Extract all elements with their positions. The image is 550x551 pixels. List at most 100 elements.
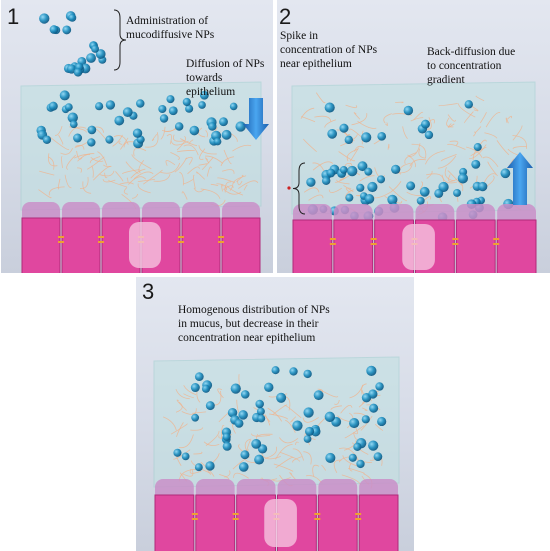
mucin-fiber (57, 178, 61, 190)
mucin-fiber (77, 167, 83, 173)
mucin-fiber (470, 147, 487, 157)
nanoparticle (191, 413, 200, 422)
nanoparticle (353, 442, 362, 451)
nanoparticle (174, 122, 184, 131)
nanoparticle (256, 407, 265, 416)
tight-junction (314, 518, 321, 520)
nanoparticle (391, 164, 401, 175)
mucin-fiber (128, 176, 147, 185)
mucin-fiber (180, 138, 198, 147)
epithelial-cell (154, 494, 195, 551)
mucin-fiber (177, 150, 195, 153)
mucin-fiber (224, 185, 233, 191)
mucin-fiber (479, 112, 487, 124)
mucin-fiber (447, 114, 457, 122)
mucin-fiber (410, 117, 424, 122)
epithelial-cell (496, 219, 537, 273)
tight-junction (329, 238, 336, 240)
mucin-fiber (193, 174, 196, 189)
nanoparticle (348, 453, 357, 462)
mucin-fiber (54, 125, 63, 136)
mucin-fiber (345, 104, 358, 109)
nanoparticle (327, 129, 338, 139)
mucin-fiber (183, 385, 197, 396)
curly-brace-icon (292, 162, 306, 215)
mucin-fiber (292, 456, 302, 463)
nanoparticle (238, 462, 249, 472)
mucin-fiber (198, 145, 217, 155)
mucin-fiber (133, 171, 154, 179)
mucin-fiber (193, 187, 205, 193)
mucin-fiber (236, 399, 240, 414)
nanoparticle (198, 101, 206, 109)
mucin-fiber (185, 156, 193, 165)
nanoparticle (356, 459, 365, 469)
nanoparticle (194, 463, 203, 472)
mucin-fiber (183, 179, 194, 185)
mucin-fiber (49, 136, 70, 150)
nanoparticle (339, 123, 349, 133)
epithelial-cell (455, 219, 496, 273)
mucin-fiber (273, 463, 294, 472)
mucin-fiber (472, 106, 479, 112)
mucin-fiber (92, 165, 111, 181)
tight-junction (178, 241, 184, 243)
homogenous-caption: Homogenous distribution of NPs in mucus,… (178, 304, 330, 344)
nanoparticle (213, 137, 222, 146)
mucin-fiber (484, 132, 498, 139)
mucin-fiber (222, 169, 235, 174)
mucin-fiber (292, 448, 304, 461)
mucin-network (38, 123, 259, 210)
mucin-fiber (182, 469, 194, 477)
panel-2: 2 Spike in concentration of NPs near epi… (277, 0, 550, 273)
nanoparticle (276, 392, 287, 403)
nanoparticles (39, 11, 107, 77)
mucin-fiber (338, 447, 359, 460)
mucin-fiber (469, 144, 487, 160)
mucin-fiber (302, 417, 319, 423)
nanoparticle (240, 390, 250, 399)
back-diffusion-caption: Back-diffusion due to concentration grad… (427, 46, 516, 86)
mucin-fiber (191, 411, 207, 414)
nanoparticle (356, 183, 365, 192)
mucin-fiber (181, 191, 188, 200)
mucin-fiber (232, 144, 252, 152)
mucin-fiber (264, 414, 271, 426)
mucin-fiber (205, 129, 208, 138)
mucin-fiber (314, 115, 332, 122)
mucin-fiber (137, 183, 151, 194)
epithelial-cell (358, 494, 399, 551)
mucin-fiber (496, 140, 510, 156)
mucin-fiber (463, 111, 474, 124)
mucin-fiber (198, 127, 206, 138)
mucin-fiber (107, 179, 128, 188)
mucin-fiber (418, 148, 426, 159)
mucin-fiber (133, 147, 147, 157)
nanoparticle (182, 97, 191, 107)
nanoparticle (64, 103, 73, 112)
mucin-fiber (290, 416, 297, 423)
nanoparticle (321, 176, 331, 185)
nanoparticle (222, 441, 232, 451)
mucin-fiber (446, 117, 454, 128)
mucin-fiber (272, 477, 291, 482)
tight-junction (329, 243, 336, 245)
mucin-fiber (388, 186, 408, 202)
nanoparticle (344, 135, 354, 145)
mucin-fiber (246, 438, 252, 451)
curly-brace-icon (113, 9, 127, 71)
nanoparticle (289, 367, 298, 376)
mucin-fiber (345, 187, 352, 193)
mucin-fiber (473, 132, 477, 137)
nanoparticle (66, 64, 77, 74)
mucin-fiber (340, 404, 353, 414)
mucin-fiber (348, 468, 365, 474)
nanoparticle (419, 186, 430, 197)
nanoparticle (346, 165, 358, 177)
mucin-fiber (47, 156, 55, 170)
mucin-fiber (395, 101, 404, 104)
nanoparticle (306, 177, 316, 187)
mucin-fiber (221, 425, 225, 439)
mucin-fiber (438, 103, 458, 107)
epithelial-cell (61, 217, 101, 273)
